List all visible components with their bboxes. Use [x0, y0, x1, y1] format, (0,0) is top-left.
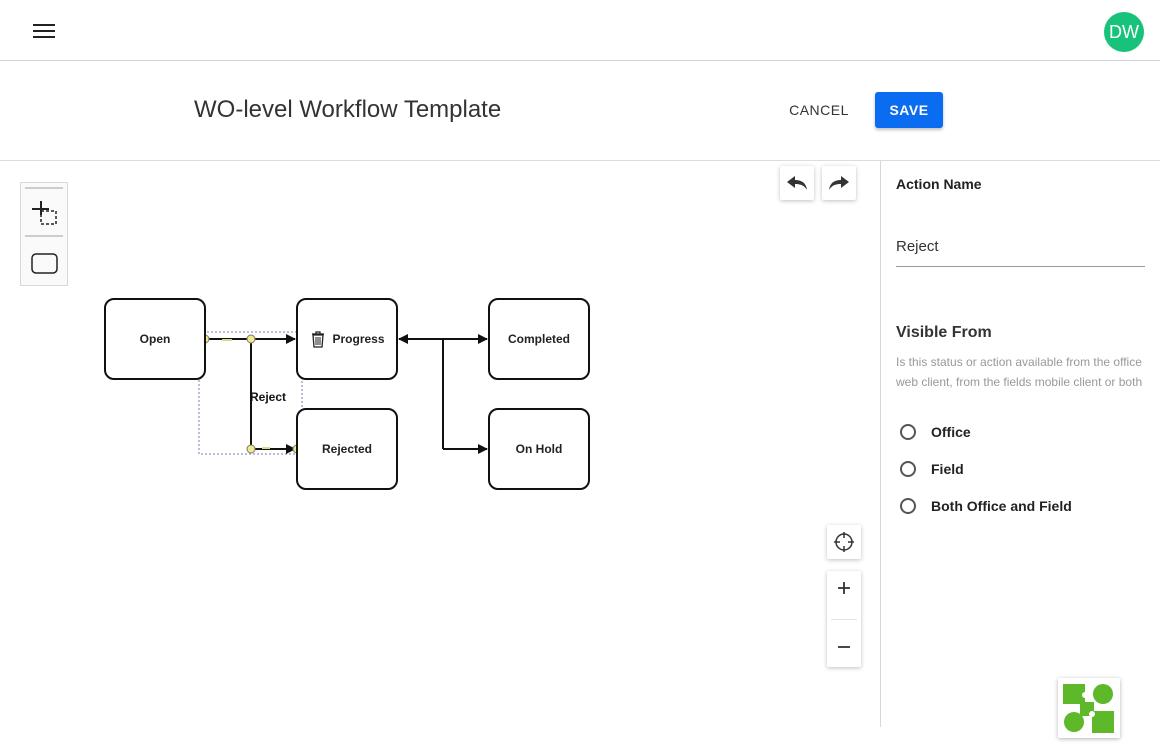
trash-icon[interactable]	[309, 329, 327, 349]
radio-label: Office	[931, 424, 971, 440]
radio-label: Both Office and Field	[931, 498, 1072, 514]
node-on-hold[interactable]: On Hold	[488, 408, 590, 490]
zoom-divider	[831, 619, 857, 620]
node-progress[interactable]: Progress	[296, 298, 398, 380]
hamburger-menu-icon[interactable]	[33, 24, 55, 40]
edge-label-reject[interactable]: Reject	[250, 390, 287, 404]
plus-icon[interactable]	[827, 571, 861, 617]
minus-icon[interactable]	[827, 621, 861, 667]
node-open[interactable]: Open	[104, 298, 206, 380]
toolbox-divider	[25, 235, 63, 237]
panel-divider	[880, 161, 881, 727]
radio-button[interactable]	[900, 461, 916, 477]
radio-office[interactable]: Office	[900, 420, 971, 444]
selection-box	[198, 331, 303, 455]
rounded-rectangle-icon[interactable]	[27, 245, 61, 279]
cancel-button[interactable]: CANCEL	[789, 102, 849, 118]
crosshair-icon[interactable]	[827, 525, 861, 559]
node-label: Open	[139, 332, 171, 346]
shape-toolbox	[20, 182, 68, 286]
radio-label: Field	[931, 461, 964, 477]
undo-icon[interactable]	[780, 166, 814, 200]
page-title: WO-level Workflow Template	[194, 96, 502, 123]
radio-button[interactable]	[900, 498, 916, 514]
radio-button[interactable]	[900, 424, 916, 440]
node-completed[interactable]: Completed	[488, 298, 590, 380]
toolbox-divider	[25, 187, 63, 189]
pointer-select-icon[interactable]	[27, 195, 61, 229]
action-name-label: Action Name	[896, 176, 982, 192]
edge-handle[interactable]	[246, 444, 256, 454]
properties-panel: Action Name Visible From Is this status …	[881, 161, 1160, 727]
brand-logo[interactable]	[1058, 678, 1120, 738]
page-header: WO-level Workflow Template CANCEL SAVE	[0, 61, 1160, 161]
node-label: Rejected	[321, 442, 373, 456]
zoom-controls	[827, 571, 861, 667]
radio-both[interactable]: Both Office and Field	[900, 494, 1072, 518]
top-bar: DW	[0, 0, 1160, 61]
user-avatar[interactable]: DW	[1104, 12, 1144, 52]
node-label: Progress	[332, 332, 385, 346]
action-name-input[interactable]	[896, 227, 1145, 267]
redo-icon[interactable]	[822, 166, 856, 200]
node-label: Completed	[507, 332, 570, 346]
edge-handle[interactable]	[246, 334, 256, 344]
visible-from-help: Is this status or action available from …	[896, 355, 1143, 389]
node-rejected[interactable]: Rejected	[296, 408, 398, 490]
radio-field[interactable]: Field	[900, 457, 964, 481]
visible-from-title: Visible From	[896, 324, 992, 341]
node-label: On Hold	[515, 442, 563, 456]
save-button[interactable]: SAVE	[875, 92, 943, 128]
